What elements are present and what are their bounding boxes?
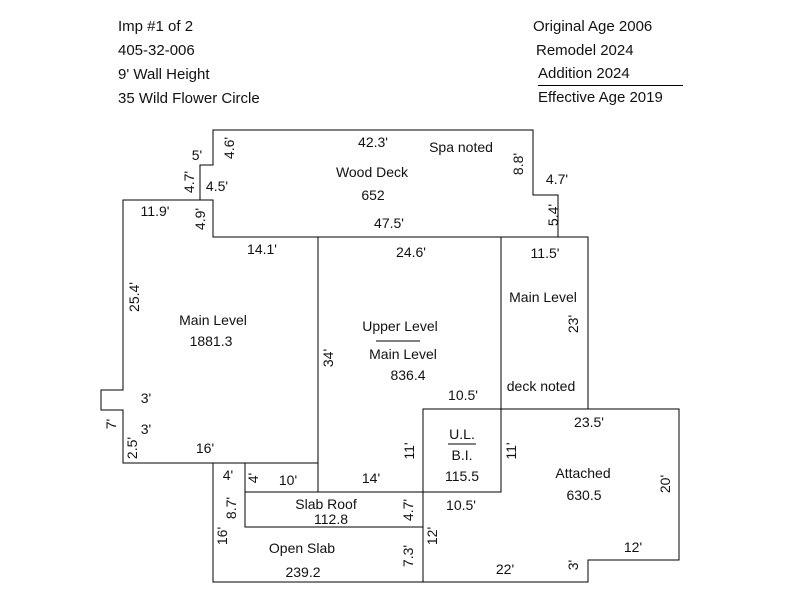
dim-4-left: 4' [223, 467, 233, 483]
dim-5: 5' [192, 147, 202, 163]
dim-22: 22' [496, 561, 514, 577]
dim-7-3: 7.3' [400, 545, 416, 567]
open-slab-sqft: 239.2 [285, 564, 320, 580]
open-slab-outline [212, 462, 424, 583]
dim-23: 23' [565, 315, 581, 333]
dim-10-5-bottom: 10.5' [446, 497, 476, 513]
slab-roof-sqft: 112.8 [314, 511, 348, 527]
dim-42-3: 42.3' [358, 134, 388, 150]
dim-23-5: 23.5' [574, 414, 604, 430]
header-left: Imp #1 of 2 405-32-006 9' Wall Height 35… [118, 15, 260, 111]
open-slab-label: Open Slab [269, 540, 335, 556]
upper-main-label: Main Level [369, 346, 437, 362]
dim-4-6: 4.6' [221, 137, 237, 159]
dim-4-7-left: 4.7' [181, 171, 197, 193]
slab-roof-label: Slab Roof [295, 496, 357, 512]
spa-note: Spa noted [429, 139, 493, 155]
dim-10: 10' [279, 472, 297, 488]
effective-age: Effective Age 2019 [538, 89, 663, 106]
dim-4-5: 4.5' [206, 178, 228, 194]
dim-47-5: 47.5' [374, 215, 404, 231]
bi-sqft: 115.5 [445, 468, 479, 484]
main-left-sqft: 1881.3 [190, 333, 233, 349]
dim-25-4: 25.4' [126, 282, 142, 312]
wall-height: 9' Wall Height [118, 66, 210, 83]
dim-34: 34' [320, 349, 336, 367]
attached-sqft: 630.5 [566, 487, 601, 503]
dim-7: 7' [103, 419, 119, 429]
main-level-left-outline [100, 199, 319, 464]
dim-14-1: 14.1' [247, 241, 277, 257]
dim-3-top: 3' [141, 390, 151, 406]
dim-4-7-right: 4.7' [546, 171, 568, 187]
dim-11-5: 11.5' [531, 245, 560, 261]
dim-3-vertical: 3' [565, 560, 581, 570]
main-right-label: Main Level [509, 289, 577, 305]
bi-top-label: U.L. [449, 426, 475, 442]
attached-label: Attached [555, 465, 610, 481]
attached-outline [422, 408, 680, 583]
dim-2-5: 2.5' [124, 437, 140, 459]
bi-bottom-label: B.I. [451, 447, 472, 463]
addition-year: Addition 2024 [538, 63, 683, 86]
dim-16: 16' [196, 440, 214, 456]
upper-sqft: 836.4 [390, 367, 425, 383]
upper-level-label: Upper Level [362, 318, 438, 334]
address: 35 Wild Flower Circle [118, 90, 260, 107]
dim-4-9: 4.9' [192, 208, 208, 230]
parcel-number: 405-32-006 [118, 42, 195, 59]
dim-3-bottom: 3' [141, 421, 151, 437]
original-age: Original Age 2006 [533, 18, 653, 35]
dim-16-vertical: 16' [214, 527, 230, 545]
dim-11-right: 11' [503, 442, 519, 459]
dim-14: 14' [362, 470, 380, 486]
dim-5-4: 5.4' [545, 204, 561, 226]
dim-24-6: 24.6' [396, 244, 426, 260]
main-left-label: Main Level [179, 312, 247, 328]
dim-10-5-top: 10.5' [448, 387, 478, 403]
dim-12-vertical: 12' [424, 527, 440, 545]
wood-deck-sqft: 652 [361, 187, 385, 203]
dim-4-vertical: 4' [245, 473, 261, 483]
improvement-number: Imp #1 of 2 [118, 18, 194, 35]
dim-11-9: 11.9' [141, 203, 170, 219]
wood-deck-label: Wood Deck [336, 164, 409, 180]
dim-8-8: 8.8' [510, 153, 526, 175]
header-right: Original Age 2006 Remodel 2024 Addition … [533, 15, 683, 110]
dim-4-7-slab: 4.7' [400, 499, 416, 521]
dim-11-left: 11' [401, 442, 417, 459]
remodel-year: Remodel 2024 [536, 42, 634, 59]
dim-20: 20' [657, 475, 673, 493]
dim-12-bottom: 12' [624, 539, 642, 555]
deck-note: deck noted [507, 378, 576, 394]
dim-8-7: 8.7' [223, 497, 239, 519]
